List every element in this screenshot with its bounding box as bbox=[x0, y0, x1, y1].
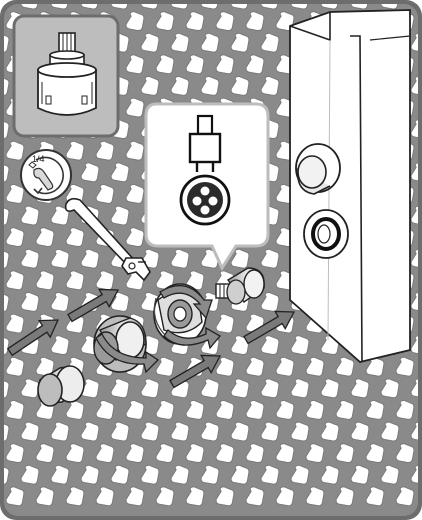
turn-label: 1/4 bbox=[32, 154, 45, 164]
panel-valve-opening bbox=[304, 210, 348, 258]
cartridge-detail-inset bbox=[14, 16, 118, 136]
quarter-turn-indicator: 1/4 bbox=[21, 150, 71, 200]
shower-panel bbox=[290, 10, 410, 362]
cartridge-symbol-callout bbox=[146, 104, 268, 268]
